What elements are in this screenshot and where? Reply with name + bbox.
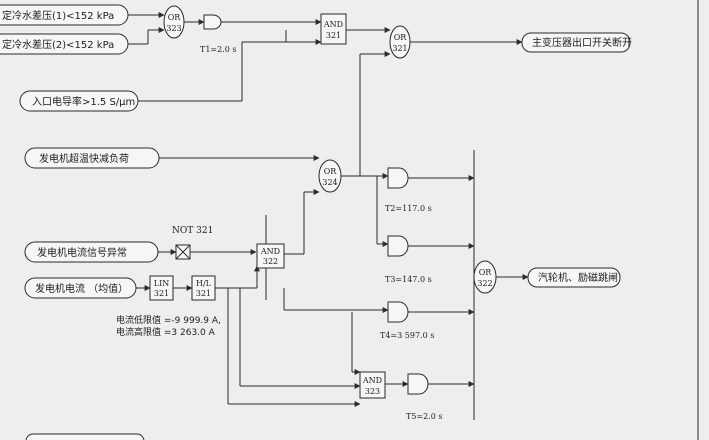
input-gen-current-label: 发电机电流 （均值） <box>35 282 128 295</box>
gate-or-324-num: 324 <box>322 178 337 187</box>
output-turbine-trip <box>527 267 621 288</box>
timer-t5: T5=2.0 s <box>406 373 443 421</box>
timer-t2: T2=117.0 s <box>385 167 432 213</box>
input-cut-off <box>25 433 145 440</box>
timer-t2-label: T2=117.0 s <box>385 204 432 213</box>
timer-t1-label: T1=2.0 s <box>200 45 237 54</box>
gate-and-322: AND 322 <box>256 243 285 269</box>
timer-t1: T1=2.0 s <box>200 14 237 54</box>
gate-and-321: AND 321 <box>320 13 347 45</box>
block-lin-321: LIN 321 <box>149 275 174 301</box>
current-high-limit: 电流高限值 =3 263.0 A <box>116 326 216 338</box>
input-inlet-conductivity <box>19 90 139 112</box>
gate-and-322-num: 322 <box>263 257 278 266</box>
wires <box>128 12 529 420</box>
input-terminals: 定冷水差压(1)<152 kPa 定冷水差压(2)<152 kPa 入口电导率>… <box>0 4 160 299</box>
input-cool-dp2-label: 定冷水差压(2)<152 kPa <box>2 38 114 51</box>
input-gen-overtemp-label: 发电机超温快减负荷 <box>39 152 129 165</box>
block-lin-321-num: 321 <box>154 289 169 298</box>
input-inlet-conductivity-label: 入口电导率>1.5 S/μm <box>32 95 135 108</box>
block-hl-321: H/L 321 <box>191 275 216 301</box>
output-main-transformer-label: 主变压器出口开关断开 <box>532 36 632 49</box>
gate-or-323-num: 323 <box>166 24 181 33</box>
gate-or-321: OR 321 <box>389 25 411 59</box>
gate-or-323: OR 323 <box>163 5 185 39</box>
gate-or-323-type: OR <box>168 13 182 22</box>
gate-or-322-type: OR <box>479 268 493 277</box>
gate-or-322-num: 322 <box>477 279 492 288</box>
input-gen-overtemp <box>24 147 160 169</box>
current-low-limit: 电流低限值 =-9 999.9 A, <box>116 314 221 326</box>
gate-and-323: AND 323 <box>359 371 386 399</box>
gate-and-322-type: AND <box>260 247 280 256</box>
input-cool-dp1-label: 定冷水差压(1)<152 kPa <box>2 9 114 22</box>
gate-or-322: OR 322 <box>473 260 497 294</box>
timer-t4-label: T4=3 597.0 s <box>380 331 434 340</box>
gate-or-321-num: 321 <box>392 44 407 53</box>
gate-not-321-label: NOT 321 <box>172 226 213 236</box>
gate-and-323-type: AND <box>362 376 382 385</box>
gate-and-323-num: 323 <box>365 387 380 396</box>
gate-or-324: OR 324 <box>318 159 342 193</box>
gate-and-321-type: AND <box>323 20 343 29</box>
input-cool-dp1 <box>0 4 129 26</box>
gate-not-321: NOT 321 <box>172 226 213 260</box>
input-gen-current-signal <box>24 241 159 263</box>
input-gen-current-signal-label: 发电机电流信号异常 <box>37 246 127 259</box>
timer-t5-label: T5=2.0 s <box>406 412 443 421</box>
gate-and-321-num: 321 <box>326 31 341 40</box>
block-hl-321-num: 321 <box>196 289 211 298</box>
block-hl-321-type: H/L <box>196 279 212 288</box>
input-cool-dp2 <box>0 33 129 55</box>
gate-or-324-type: OR <box>324 167 338 176</box>
output-turbine-trip-label: 汽轮机、励磁跳闸 <box>538 271 618 284</box>
timer-t4: T4=3 597.0 s <box>380 301 434 340</box>
output-terminals: 主变压器出口开关断开 汽轮机、励磁跳闸 <box>521 32 632 288</box>
timer-t3: T3=147.0 s <box>385 235 432 284</box>
timer-t3-label: T3=147.0 s <box>385 275 432 284</box>
gate-or-321-type: OR <box>394 33 408 42</box>
output-main-transformer <box>521 32 631 53</box>
block-lin-321-type: LIN <box>154 279 169 288</box>
input-gen-current <box>24 277 137 299</box>
